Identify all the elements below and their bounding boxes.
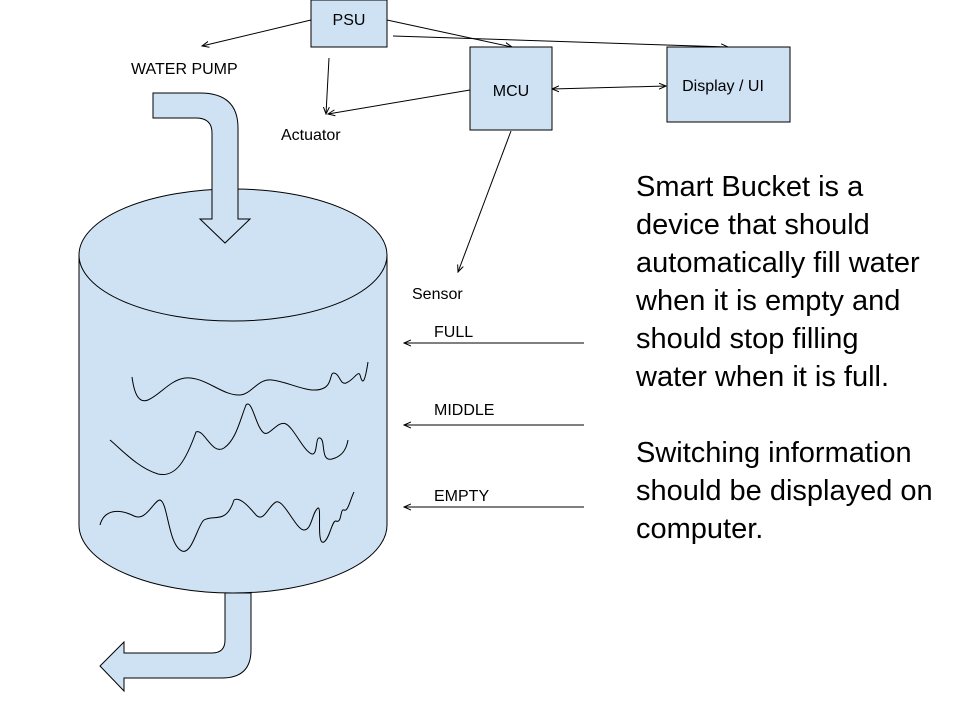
full-label: FULL <box>434 324 473 341</box>
inlet-pipe-arrow <box>152 92 252 244</box>
wave-middle <box>109 403 349 476</box>
wave-bottom <box>99 491 355 552</box>
sensor-label: Sensor <box>412 286 463 303</box>
bucket <box>78 188 388 594</box>
actuator-label: Actuator <box>281 127 341 144</box>
description-paragraph-2: Switching information should be displaye… <box>636 437 933 545</box>
mcu-to-actuator-arrow <box>328 89 471 114</box>
display-label: Display / UI <box>682 78 764 95</box>
water-waves <box>99 361 369 552</box>
wave-top <box>131 361 369 402</box>
display-box <box>666 46 791 123</box>
empty-label: EMPTY <box>434 488 489 505</box>
mcu-to-sensor-arrow <box>458 130 512 272</box>
psu-label: PSU <box>333 12 366 29</box>
description-paragraph-1: Smart Bucket is a device that should aut… <box>636 171 920 393</box>
psu-to-display-arrow <box>392 35 728 47</box>
psu-to-actuator-arrow <box>326 57 329 114</box>
psu-to-water-pump-arrow <box>202 19 312 46</box>
mcu-box <box>469 46 553 131</box>
mcu-display-bidirectional-arrow <box>552 86 666 89</box>
connections <box>202 19 728 507</box>
water-pump-label: WATER PUMP <box>131 61 238 78</box>
description-panel: Smart Bucket is a device that should aut… <box>636 168 936 548</box>
psu-box <box>310 0 388 48</box>
mcu-label: MCU <box>493 83 529 100</box>
outlet-pipe-arrow <box>99 592 252 693</box>
middle-label: MIDDLE <box>434 402 494 419</box>
psu-to-mcu-arrow <box>386 19 512 47</box>
